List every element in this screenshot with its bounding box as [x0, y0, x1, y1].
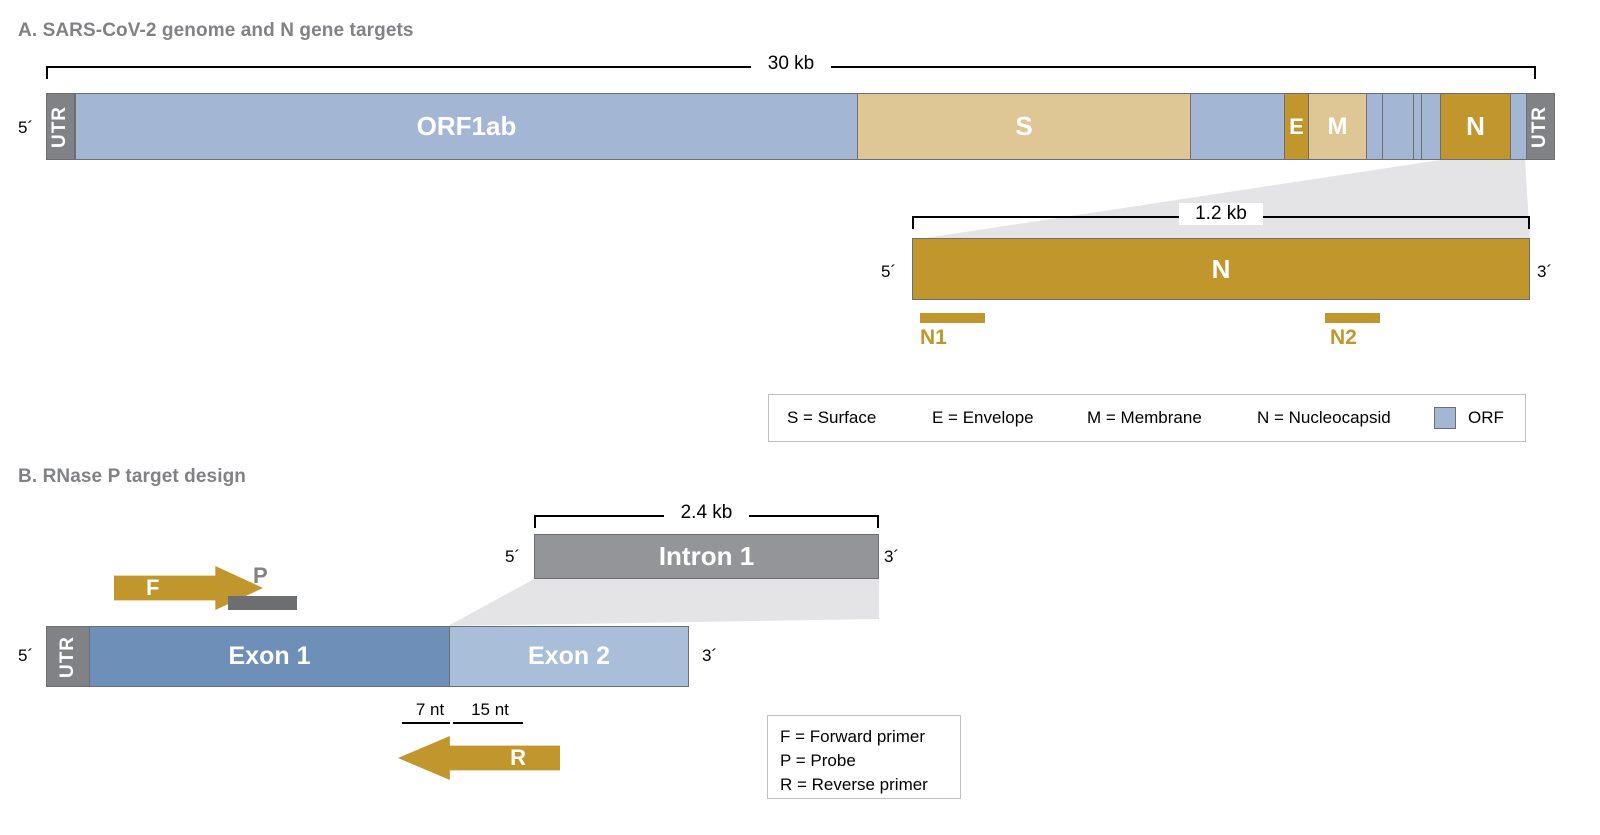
amplicon-marker-n2 — [1325, 313, 1380, 323]
n-bracket-tick-right — [1528, 216, 1530, 229]
transcript-utr: UTR — [46, 626, 90, 687]
transcript-five-prime-label: 5´ — [18, 646, 34, 665]
bracket-line-left — [46, 66, 751, 68]
legend-entry-m: M = Membrane — [1087, 408, 1202, 427]
genome-utr-5prime-label: UTR — [49, 105, 71, 148]
genome-segment-orf7a — [1382, 93, 1414, 160]
span-label-15nt: 15 nt — [471, 700, 509, 719]
genome-segment-orf1ab-label: ORF1ab — [416, 111, 517, 141]
amplicon-marker-n1 — [920, 313, 985, 323]
genome-scale-label: 30 kb — [751, 53, 831, 75]
intron-connector — [448, 579, 879, 626]
span-rule-15nt — [453, 722, 523, 724]
bracket-tick-right — [1534, 66, 1536, 79]
forward-primer-label: F — [146, 575, 160, 600]
genome-utr-3prime: UTR — [1526, 93, 1555, 160]
n-gene-connector — [912, 160, 1530, 240]
span-label-7nt: 7 nt — [415, 700, 445, 719]
intron-bracket-line-right — [749, 515, 879, 517]
n-gene-scale-label: 1.2 kb — [1179, 203, 1263, 225]
genome-segment-m: M — [1308, 93, 1367, 160]
bracket-tick-left — [46, 66, 48, 79]
exon-2-label: Exon 2 — [528, 642, 610, 670]
panel-a-title: A. SARS-CoV-2 genome and N gene targets — [18, 20, 414, 41]
legend-entry-probe: P = Probe — [780, 751, 856, 771]
genome-segment-orf1ab: ORF1ab — [75, 93, 858, 160]
exon-2: Exon 2 — [449, 626, 689, 687]
intron-three-prime-label: 3´ — [884, 547, 900, 566]
exon-1-label: Exon 1 — [228, 642, 311, 670]
genome-utr-5prime: UTR — [46, 93, 75, 160]
n-bracket-tick-left — [912, 216, 914, 229]
reverse-primer-label: R — [510, 745, 526, 770]
genome-segment-m-label: M — [1327, 112, 1348, 140]
n-gene-bar-label: N — [1211, 253, 1231, 284]
transcript-utr-label: UTR — [57, 635, 78, 678]
panel-b-title: B. RNase P target design — [18, 466, 247, 487]
intron-bracket-line-left — [534, 515, 664, 517]
legend-orf-swatch — [1434, 407, 1456, 429]
genome-segment-orf3a — [1190, 93, 1285, 160]
legend-entry-s: S = Surface — [787, 408, 877, 427]
legend-entry-reverse: R = Reverse primer — [780, 775, 928, 795]
genome-five-prime-label: 5´ — [18, 118, 34, 137]
amplicon-label-n1: N1 — [920, 326, 947, 349]
intron-bar: Intron 1 — [534, 534, 879, 579]
genome-segment-e-label: E — [1289, 113, 1304, 139]
probe-bar — [228, 596, 297, 610]
n-gene-three-prime-label: 3´ — [1537, 262, 1553, 281]
bracket-line-right — [831, 66, 1536, 68]
genome-segment-s-label: S — [1015, 111, 1033, 141]
intron-bracket-tick-right — [877, 515, 879, 528]
genome-utr-3prime-label: UTR — [1529, 105, 1551, 148]
n-bracket-line-left — [912, 216, 1179, 218]
genome-segment-n-label: N — [1466, 111, 1485, 141]
reverse-primer-arrow: R — [398, 736, 560, 780]
intron-scale-label: 2.4 kb — [664, 502, 749, 524]
panel-a-legend: S = Surface E = Envelope M = Membrane N … — [768, 394, 1526, 442]
amplicon-label-n2: N2 — [1330, 326, 1357, 349]
genome-segment-orf8 — [1421, 93, 1441, 160]
n-gene-bar: N — [912, 238, 1530, 300]
intron-bar-label: Intron 1 — [658, 541, 755, 571]
genome-segment-orf10 — [1510, 93, 1527, 160]
n-bracket-line-right — [1263, 216, 1530, 218]
genome-segment-orf6 — [1366, 93, 1383, 160]
legend-entry-forward: F = Forward primer — [780, 727, 925, 746]
exon-1: Exon 1 — [89, 626, 450, 687]
genome-segment-s: S — [857, 93, 1191, 160]
genome-segment-n: N — [1440, 93, 1511, 160]
legend-entry-orf: ORF — [1468, 408, 1504, 427]
intron-bracket-tick-left — [534, 515, 536, 528]
panel-b-legend: F = Forward primer P = Probe R = Reverse… — [767, 715, 961, 799]
probe-label: P — [253, 563, 268, 588]
transcript-three-prime-label: 3´ — [702, 646, 718, 665]
genome-segment-e: E — [1284, 93, 1309, 160]
legend-entry-n: N = Nucleocapsid — [1257, 408, 1391, 427]
span-rule-7nt — [402, 722, 450, 724]
legend-entry-e: E = Envelope — [932, 408, 1034, 427]
n-gene-five-prime-label: 5´ — [881, 262, 897, 281]
intron-five-prime-label: 5´ — [505, 547, 521, 566]
